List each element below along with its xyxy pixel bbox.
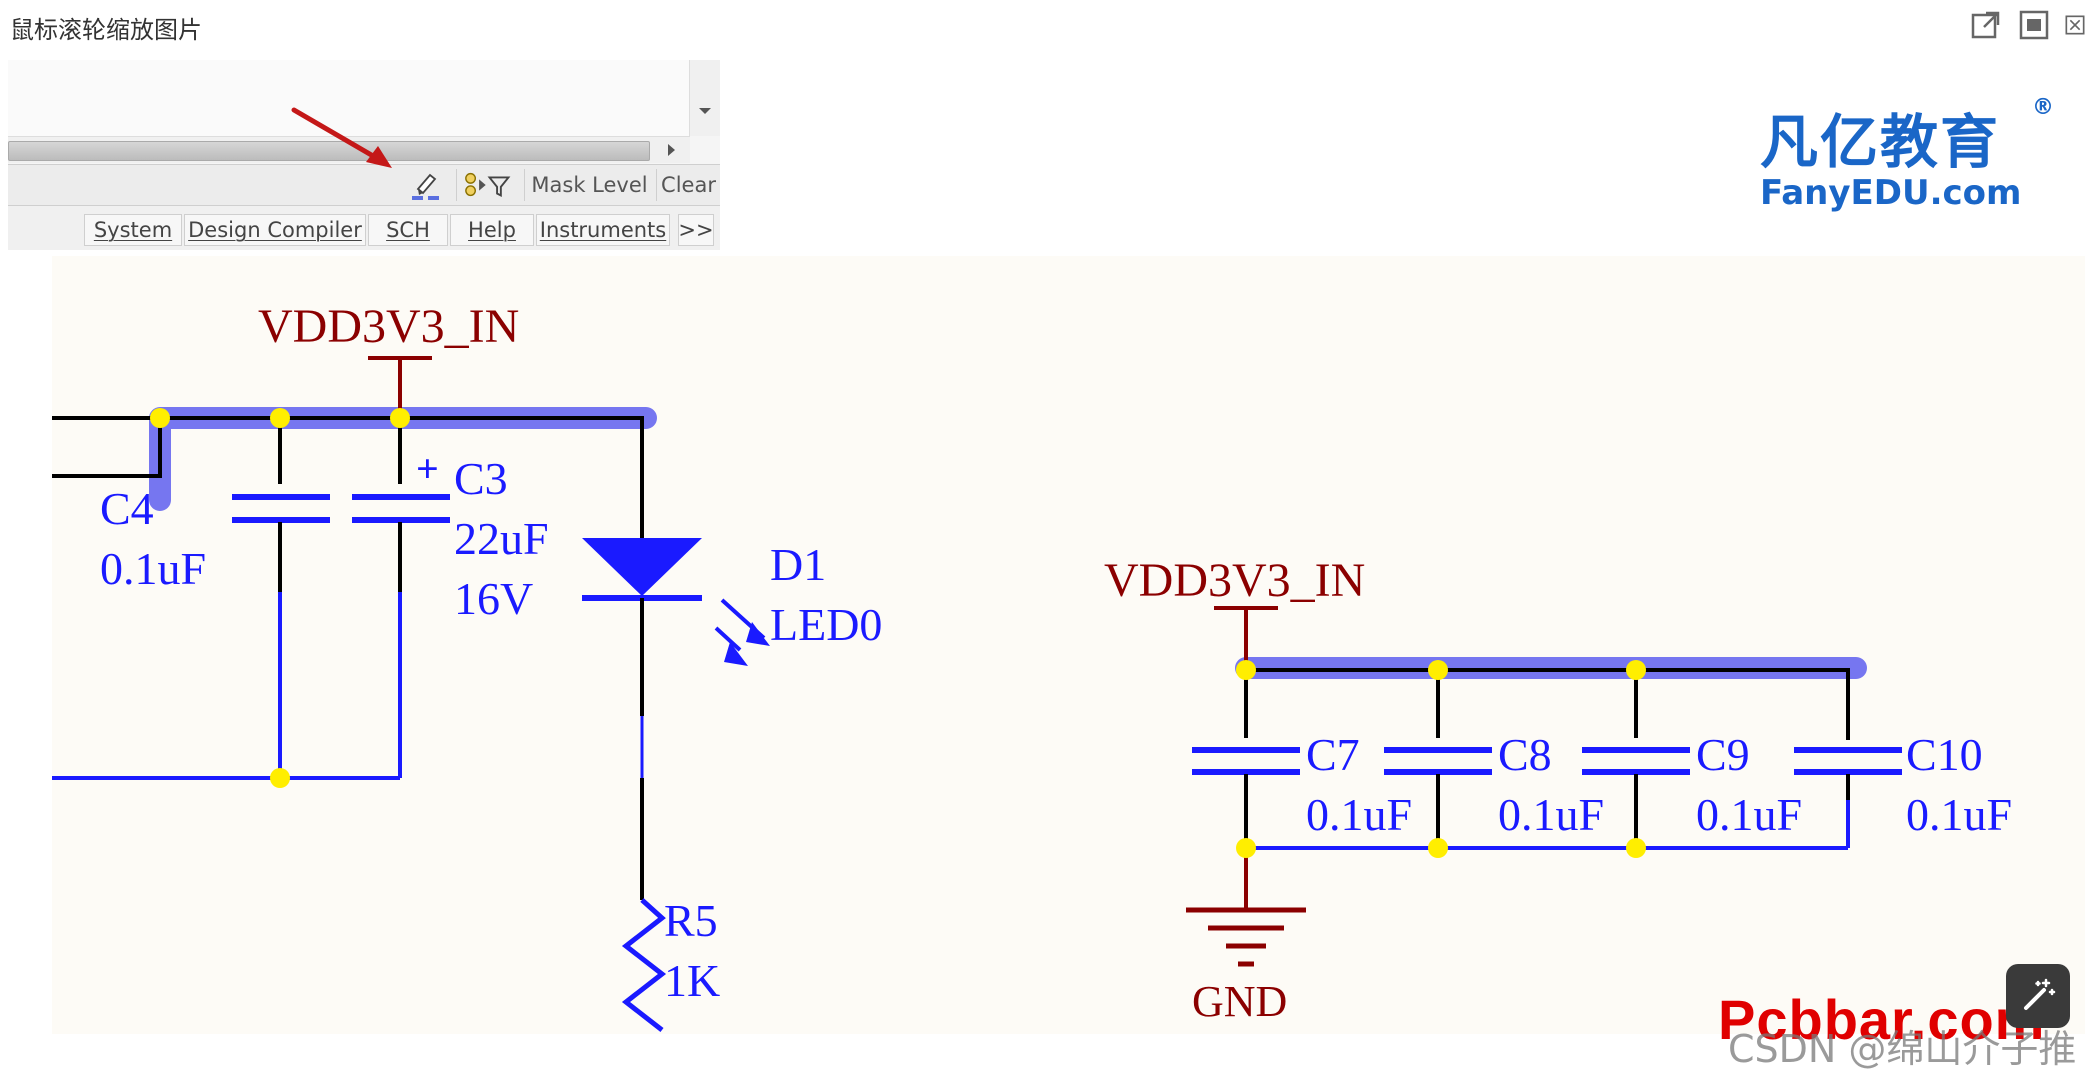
tab-design-compiler[interactable]: Design Compiler — [184, 214, 366, 246]
c3-polarity: + — [416, 446, 439, 491]
c9-value: 0.1uF — [1696, 789, 1802, 840]
close-button[interactable] — [2065, 8, 2085, 42]
d1-value: LED0 — [770, 599, 882, 650]
filter-icon — [465, 172, 511, 197]
window-controls — [1969, 8, 2085, 42]
right-net-label: VDD3V3_IN — [1104, 554, 1365, 607]
mask-level-button[interactable]: Mask Level — [524, 169, 654, 201]
fit-window-icon — [2019, 10, 2049, 40]
eraser-brush-icon — [412, 173, 439, 200]
logo-en: FanyEDU.com — [1760, 173, 2022, 213]
filter-selector-tool[interactable] — [456, 169, 522, 201]
tab-instruments[interactable]: Instruments — [536, 214, 670, 246]
viewer-title: 鼠标滚轮缩放图片 — [10, 16, 202, 44]
gnd-label: GND — [1192, 977, 1287, 1026]
filter-toolbar: Mask Level Clear — [8, 164, 720, 206]
toolbar-screenshot: Mask Level Clear System Design Compiler … — [8, 60, 720, 250]
open-external-button[interactable] — [1969, 8, 2003, 42]
pcbbar-watermark: Pcbbar.com — [1718, 988, 2046, 1051]
annotation-arrow-icon — [291, 107, 392, 168]
c3-value: 22uF — [454, 513, 549, 564]
c3-voltage: 16V — [454, 573, 533, 624]
scroll-thumb[interactable] — [8, 141, 650, 161]
left-net-label: VDD3V3_IN — [258, 300, 519, 353]
magic-wand-button[interactable] — [2006, 964, 2070, 1028]
d1-ref: D1 — [770, 539, 826, 590]
tab-sch[interactable]: SCH — [368, 214, 448, 246]
toolbar-blank-area — [8, 60, 691, 136]
vertical-scrollbar[interactable] — [689, 60, 720, 136]
logo-cn: 凡亿教育 — [1760, 108, 2001, 176]
panel-tabs: System Design Compiler SCH Help Instrume… — [8, 206, 720, 250]
schematic-drawing: VDD3V3_IN C4 0.1uF + C3 22uF 16V — [52, 300, 2012, 1032]
tab-help[interactable]: Help — [450, 214, 534, 246]
c8-value: 0.1uF — [1498, 789, 1604, 840]
c8-ref: C8 — [1498, 729, 1552, 780]
tab-more[interactable]: >> — [678, 214, 714, 246]
clear-button[interactable]: Clear — [656, 169, 720, 201]
c4-ref: C4 — [100, 483, 154, 534]
logo-registered: ® — [2032, 95, 2054, 120]
c10-value: 0.1uF — [1906, 789, 2012, 840]
r5-ref: R5 — [664, 895, 718, 946]
schematic-area: VDD3V3_IN C4 0.1uF + C3 22uF 16V — [52, 256, 2085, 1034]
open-external-icon — [1971, 11, 2000, 39]
c10-ref: C10 — [1906, 729, 1983, 780]
c4-value: 0.1uF — [100, 543, 206, 594]
c9-ref: C9 — [1696, 729, 1750, 780]
csdn-watermark: CSDN @绵山介子推 — [1728, 1027, 2077, 1071]
scroll-down-icon — [699, 108, 711, 114]
fit-window-button[interactable] — [2017, 8, 2051, 42]
tab-system[interactable]: System — [84, 214, 182, 246]
r5-value: 1K — [664, 955, 720, 1006]
c3-ref: C3 — [454, 453, 508, 504]
magic-wand-icon — [2024, 978, 2056, 1010]
brand-logo: 凡亿教育 ® FanyEDU.com — [1760, 95, 2060, 213]
scroll-right-icon — [668, 144, 675, 156]
c7-value: 0.1uF — [1306, 789, 1412, 840]
clear-filter-tool[interactable] — [400, 169, 452, 201]
c7-ref: C7 — [1306, 729, 1360, 780]
close-icon — [2065, 15, 2085, 35]
